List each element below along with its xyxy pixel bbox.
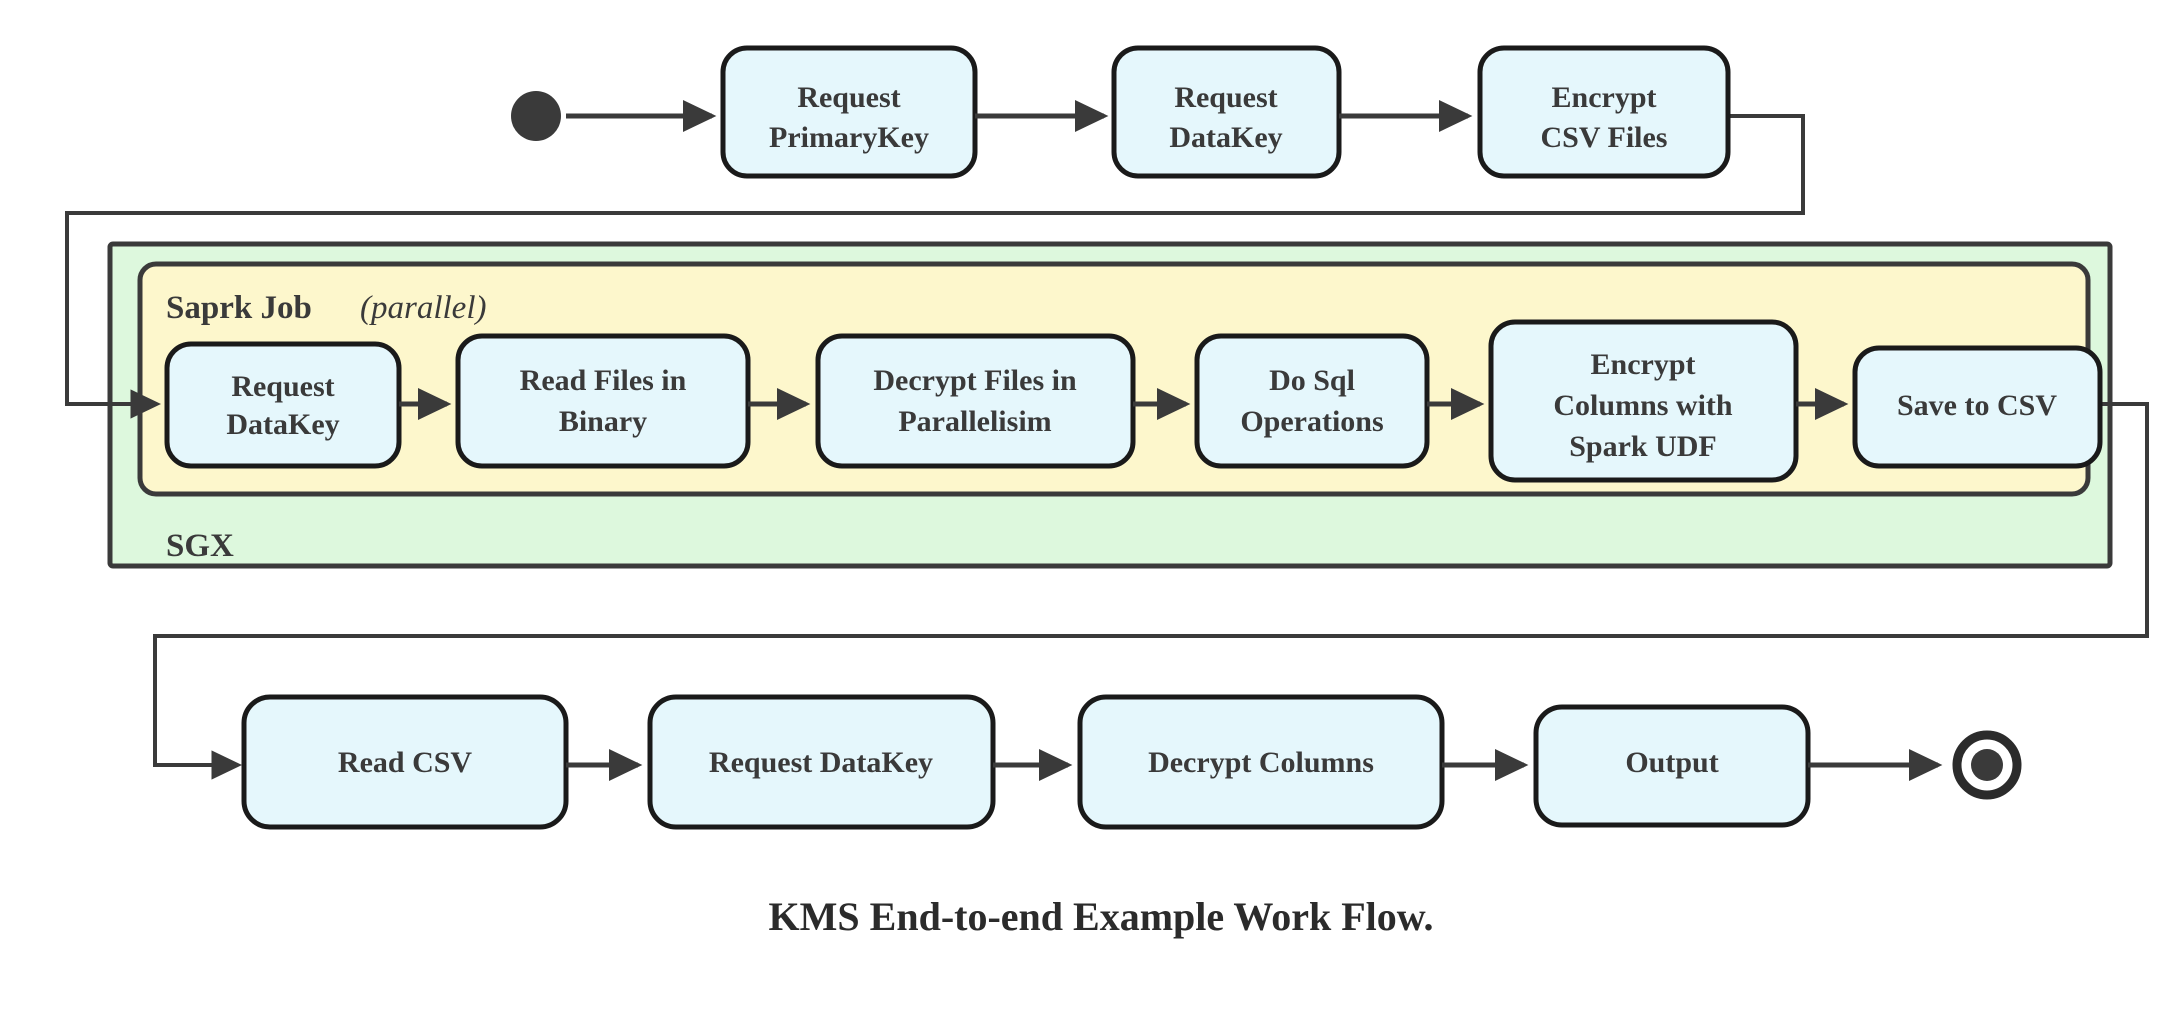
node-read-csv[interactable]: Read CSV xyxy=(241,694,569,830)
diagram-caption: KMS End-to-end Example Work Flow. xyxy=(769,894,1434,939)
node-request-datakey-spark[interactable]: Request DataKey xyxy=(164,341,402,469)
svg-text:Decrypt Files in: Decrypt Files in xyxy=(873,364,1077,397)
svg-text:Request: Request xyxy=(797,81,900,114)
svg-text:Columns with: Columns with xyxy=(1553,389,1733,422)
node-read-files-binary[interactable]: Read Files in Binary xyxy=(455,333,751,469)
node-encrypt-columns-udf[interactable]: Encrypt Columns with Spark UDF xyxy=(1488,319,1799,483)
node-request-datakey-top[interactable]: Request DataKey xyxy=(1111,45,1342,179)
svg-text:Binary: Binary xyxy=(559,405,647,438)
svg-text:DataKey: DataKey xyxy=(1169,121,1282,154)
svg-text:Request: Request xyxy=(231,370,334,403)
svg-text:Save to CSV: Save to CSV xyxy=(1897,389,2057,422)
svg-text:Spark UDF: Spark UDF xyxy=(1569,430,1717,463)
container-spark-label-suffix: (parallel) xyxy=(360,290,486,326)
node-request-datakey-bottom[interactable]: Request DataKey xyxy=(647,694,996,830)
svg-text:PrimaryKey: PrimaryKey xyxy=(769,121,929,154)
svg-text:CSV Files: CSV Files xyxy=(1541,121,1668,154)
container-sgx-label: SGX xyxy=(166,528,234,564)
node-output[interactable]: Output xyxy=(1533,704,1811,828)
start-state xyxy=(511,91,561,141)
node-decrypt-files-parallel[interactable]: Decrypt Files in Parallelisim xyxy=(815,333,1136,469)
svg-text:Parallelisim: Parallelisim xyxy=(898,405,1051,438)
svg-text:Read CSV: Read CSV xyxy=(338,746,473,779)
svg-text:Encrypt: Encrypt xyxy=(1591,348,1696,381)
svg-text:Encrypt: Encrypt xyxy=(1552,81,1657,114)
edge-savetocsv-to-readcsv xyxy=(153,402,2149,780)
end-state xyxy=(1952,730,2022,800)
node-save-to-csv[interactable]: Save to CSV xyxy=(1852,345,2103,469)
svg-text:Request DataKey: Request DataKey xyxy=(709,746,933,779)
svg-text:Operations: Operations xyxy=(1240,405,1383,438)
node-decrypt-columns[interactable]: Decrypt Columns xyxy=(1077,694,1445,830)
svg-text:Decrypt Columns: Decrypt Columns xyxy=(1148,746,1374,779)
node-encrypt-csv-files[interactable]: Encrypt CSV Files xyxy=(1477,45,1731,179)
svg-text:Output: Output xyxy=(1625,746,1718,779)
edge-encryptcsv-to-requestdatakey xyxy=(65,114,1805,419)
container-spark-label: Saprk Job xyxy=(166,290,312,326)
svg-text:Do Sql: Do Sql xyxy=(1269,364,1355,397)
svg-text:Read Files in: Read Files in xyxy=(520,364,687,397)
node-request-primarykey[interactable]: Request PrimaryKey xyxy=(720,45,978,179)
svg-text:Request: Request xyxy=(1174,81,1277,114)
svg-text:DataKey: DataKey xyxy=(226,408,339,441)
node-do-sql-operations[interactable]: Do Sql Operations xyxy=(1194,333,1430,469)
